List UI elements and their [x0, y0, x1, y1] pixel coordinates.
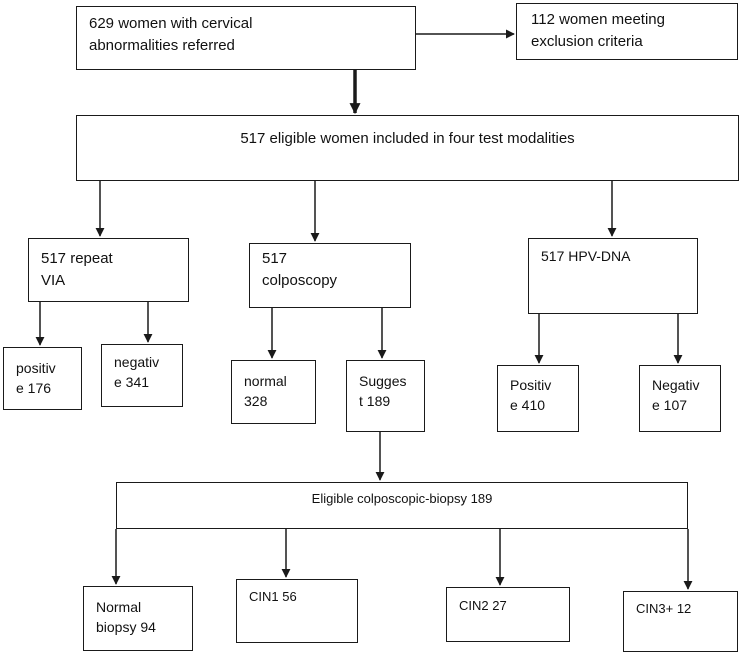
box-referred: 629 women with cervical abnormalities re…	[76, 6, 416, 70]
box-via-positive: positiv e 176	[3, 347, 82, 410]
box-normal-biopsy: Normal biopsy 94	[83, 586, 193, 651]
box-cin3: CIN3+ 12	[623, 591, 738, 652]
box-biopsy: Eligible colposcopic-biopsy 189	[116, 482, 688, 529]
box-hpv-positive: Positiv e 410	[497, 365, 579, 432]
box-eligible: 517 eligible women included in four test…	[76, 115, 739, 181]
box-excluded: 112 women meeting exclusion criteria	[516, 3, 738, 60]
box-cin2: CIN2 27	[446, 587, 570, 642]
box-via-negative: negativ e 341	[101, 344, 183, 407]
box-hpv-negative: Negativ e 107	[639, 365, 721, 432]
box-cin1: CIN1 56	[236, 579, 358, 643]
box-colpo-suggest: Sugges t 189	[346, 360, 425, 432]
box-colposcopy: 517 colposcopy	[249, 243, 411, 308]
box-via: 517 repeat VIA	[28, 238, 189, 302]
box-hpv: 517 HPV-DNA	[528, 238, 698, 314]
box-colpo-normal: normal 328	[231, 360, 316, 424]
